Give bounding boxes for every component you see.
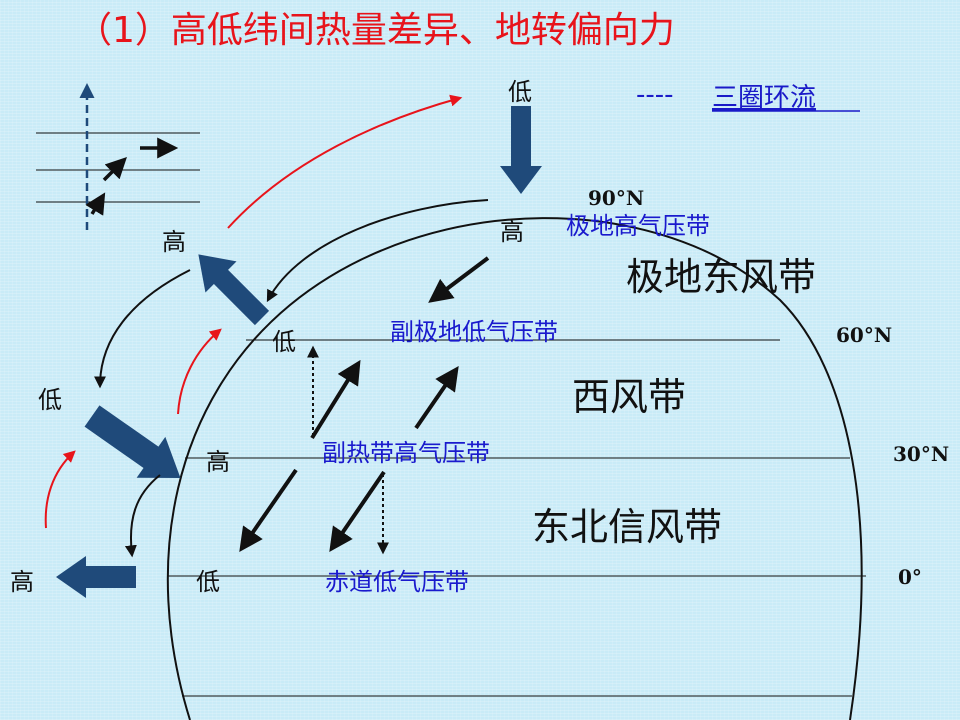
curve-upper-polar-return (266, 199, 489, 303)
mark-subpolar-low: 低 (272, 328, 296, 356)
arrow-westerly-left (310, 359, 361, 440)
big-arrow-subpolar-rising (198, 254, 270, 326)
inset-arrow-low (85, 192, 106, 216)
curve-upper-left-descending (94, 269, 191, 389)
mark-upper-low-left: 低 (38, 386, 62, 414)
curve-red-bottom (44, 450, 76, 529)
arrow-westerly-right (414, 366, 459, 430)
coriolis-inset (36, 83, 200, 230)
wind-polar-easterlies: 极地东风带 (626, 255, 816, 299)
big-arrow-subtropical-sinking (84, 405, 181, 478)
mark-upper-high-mid: 高 (162, 228, 186, 256)
page-title: （1）高低纬间热量差异、地转偏向力 (76, 10, 675, 51)
mark-equatorial-low: 低 (196, 568, 220, 596)
lat-label-30: 30°N (893, 442, 949, 466)
big-arrow-equatorial-left (56, 556, 136, 598)
inset-arrow-mid (102, 157, 127, 182)
mark-upper-high-left: 高 (10, 568, 34, 596)
wind-westerlies: 西风带 (572, 375, 686, 419)
wind-ne-trades: 东北信风带 (532, 505, 722, 549)
lat-label-60: 60°N (836, 323, 892, 347)
lat-label-90: 90°N (588, 186, 644, 210)
belt-subpolar-low: 副极地低气压带 (390, 318, 558, 346)
arrow-trade-left (239, 468, 298, 552)
subtitle-separator: ---- (636, 80, 674, 110)
arrow-polar-easterly (428, 256, 490, 303)
arrow-trade-right (329, 470, 386, 552)
mark-top-low: 低 (508, 78, 532, 106)
mark-subtropical-high: 高 (206, 448, 230, 476)
curve-red-middle (177, 328, 222, 415)
belt-subtropical-high: 副热带高气压带 (322, 439, 490, 467)
curve-upper-subtropical-descending (124, 474, 161, 558)
belt-equatorial-low: 赤道低气压带 (325, 568, 469, 596)
curve-red-top (227, 94, 463, 229)
big-arrow-polar-sinking (500, 106, 542, 194)
mark-polar-high: 高 (500, 218, 524, 246)
earth-outline (166, 217, 863, 720)
lat-label-0: 0° (898, 565, 922, 589)
belt-polar-high: 极地高气压带 (566, 212, 710, 240)
subtitle: 三圈环流 (712, 83, 816, 113)
